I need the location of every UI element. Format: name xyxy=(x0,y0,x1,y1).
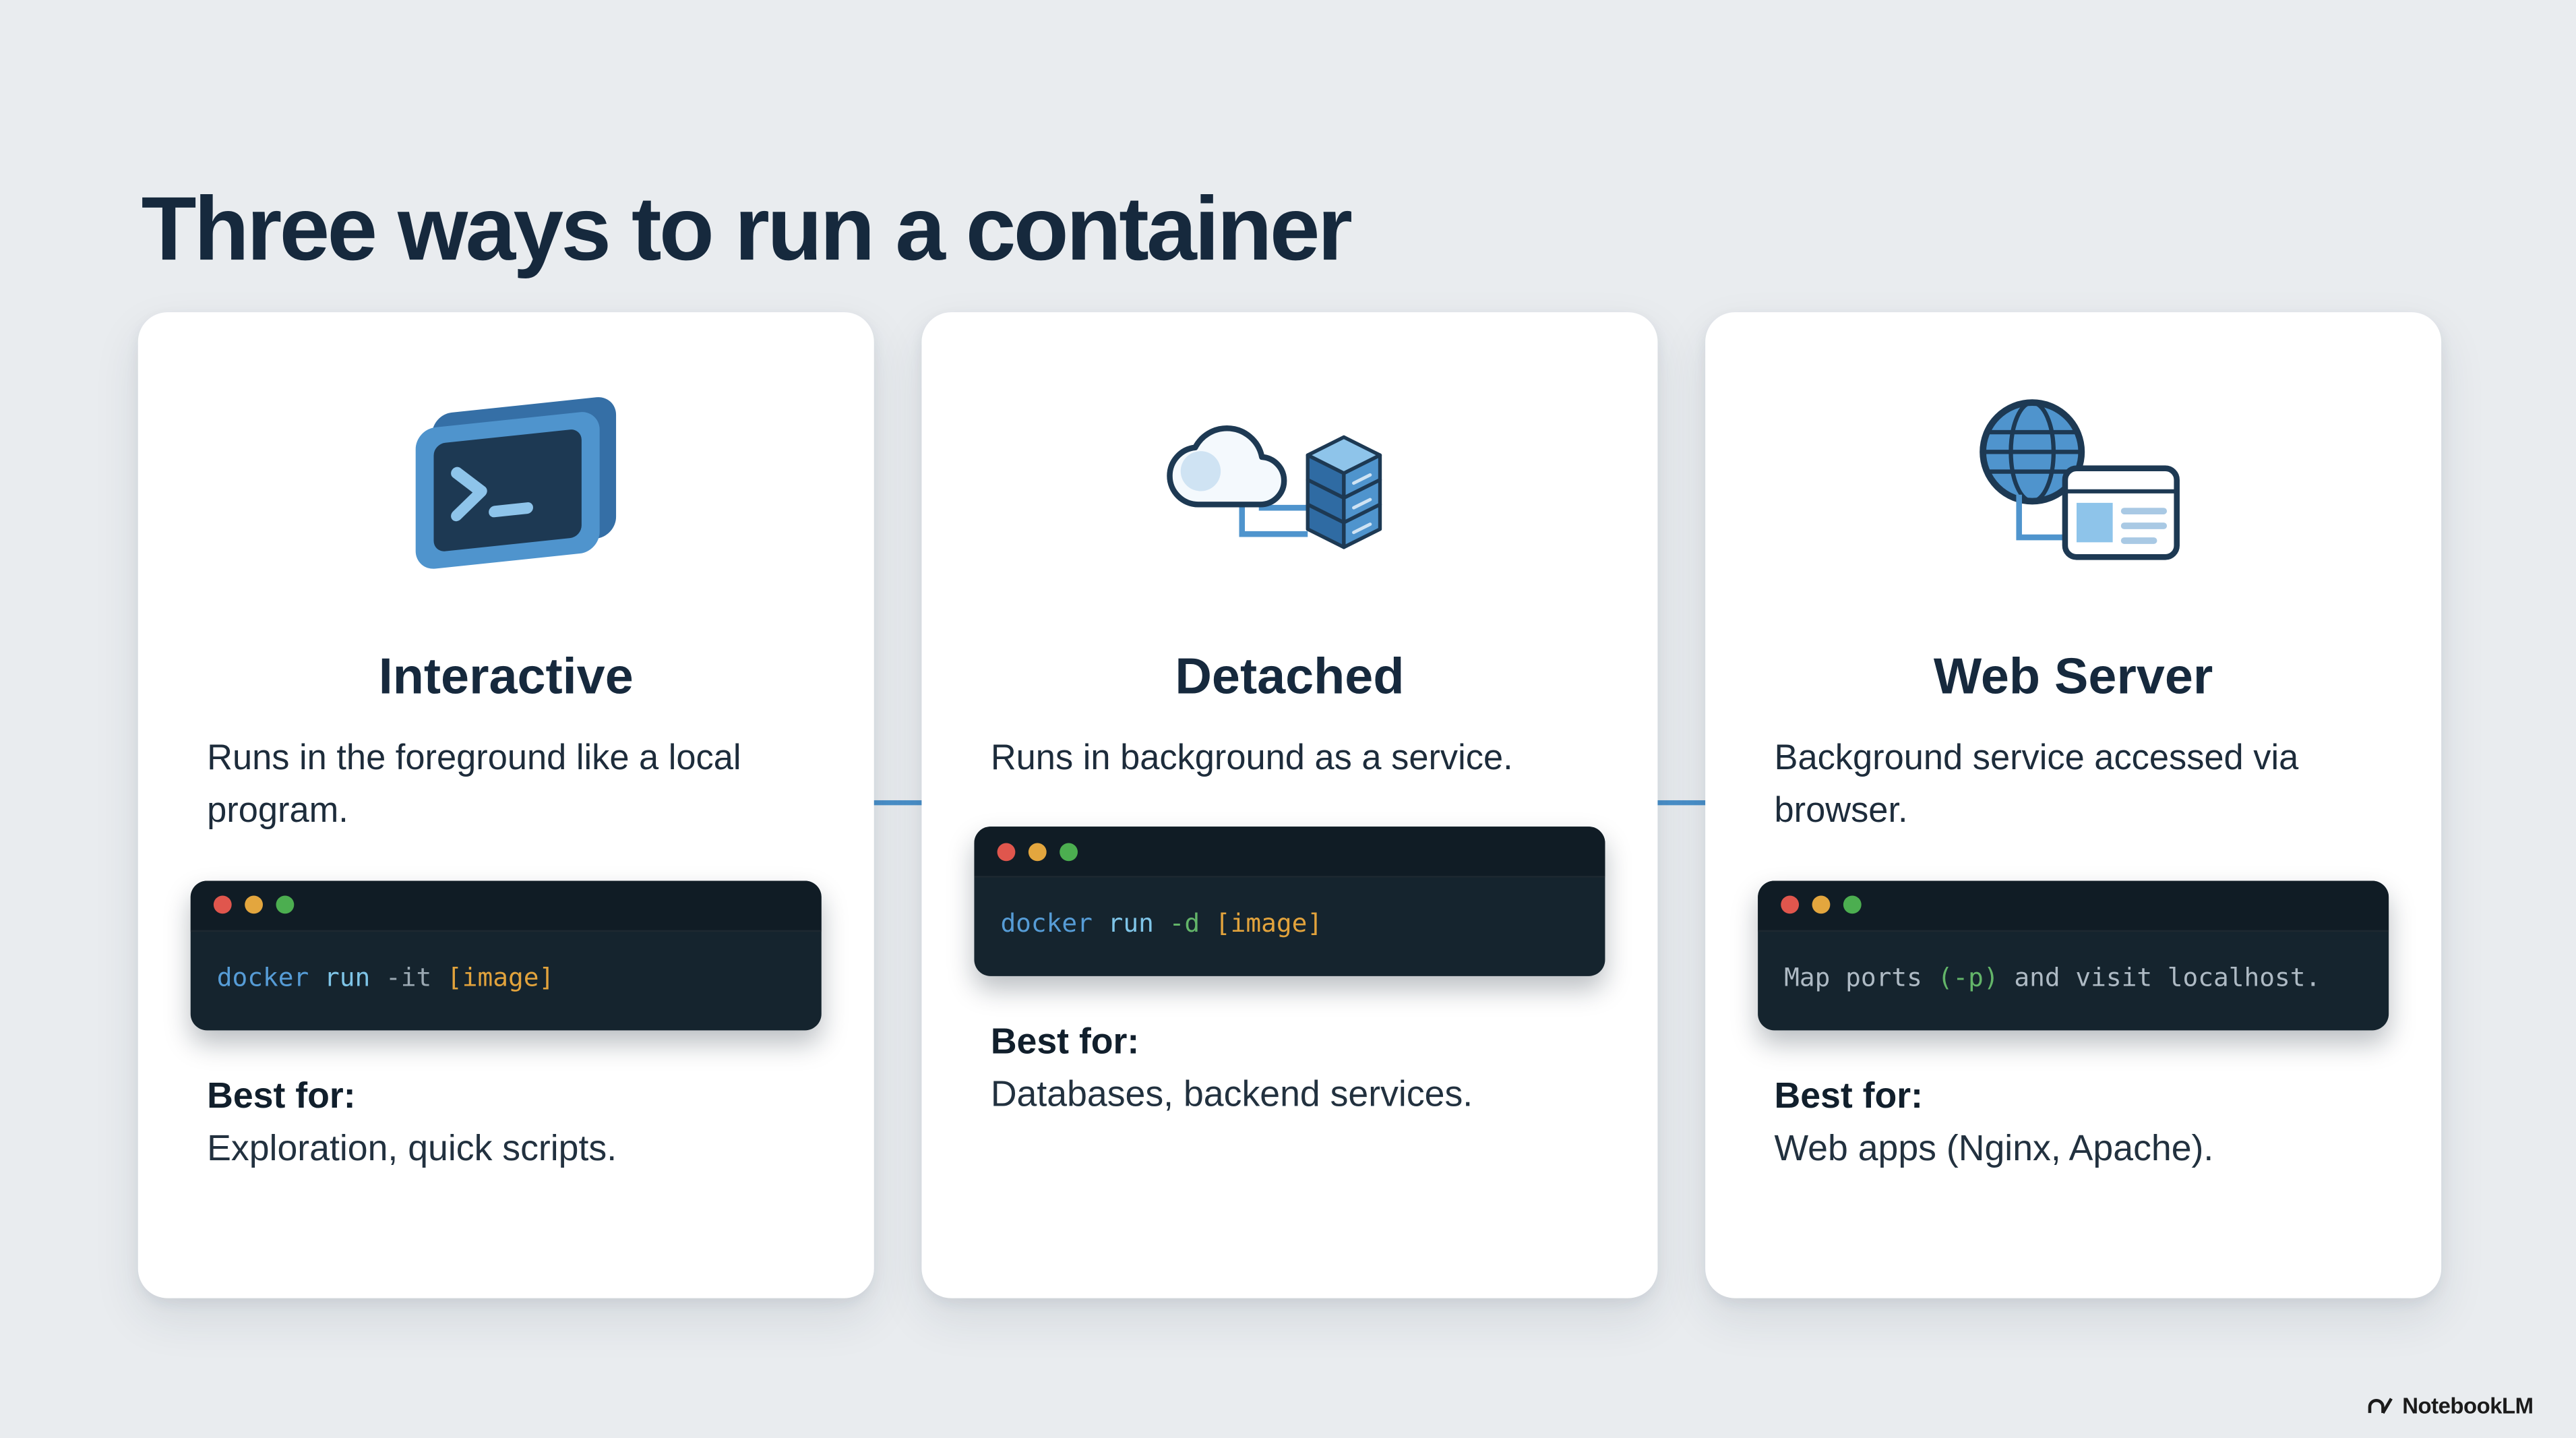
cloud-servers-icon xyxy=(1167,355,1413,622)
card-description: Runs in the foreground like a local prog… xyxy=(207,738,741,831)
terminal-dot-green xyxy=(1060,842,1078,861)
terminal-dot-red xyxy=(997,842,1016,861)
footer-brand: NotebookLM xyxy=(2368,1394,2534,1418)
terminal-window: Map ports (-p) and visit localhost. xyxy=(1758,880,2389,1030)
best-for-label: Best for: xyxy=(990,1021,1140,1062)
terminal-dot-yellow xyxy=(245,895,263,914)
connector-line xyxy=(1636,800,1725,806)
terminal-dot-green xyxy=(1843,895,1862,914)
page-title: Three ways to run a container xyxy=(141,177,1353,279)
terminal-dot-red xyxy=(213,895,232,914)
terminal-titlebar xyxy=(190,880,822,931)
notebooklm-brand-text: NotebookLM xyxy=(2402,1394,2534,1418)
card-web-server: Web Server Background service accessed v… xyxy=(1705,312,2442,1298)
terminal-code-line: docker run -it [image] xyxy=(216,962,555,992)
cloud-servers-icon-svg xyxy=(1167,425,1382,549)
best-for-text: Exploration, quick scripts. xyxy=(207,1126,617,1168)
terminal-titlebar xyxy=(974,827,1605,878)
card-title: Detached xyxy=(1175,647,1405,705)
terminal-dot-yellow xyxy=(1028,842,1047,861)
terminal-window: docker run -d [image] xyxy=(974,827,1605,977)
card-title: Web Server xyxy=(1933,647,2213,705)
terminal-titlebar xyxy=(1758,880,2389,931)
card-interactive: Interactive Runs in the foreground like … xyxy=(137,312,874,1298)
globe-browser-icon xyxy=(1950,355,2197,622)
best-for-text: Web apps (Nginx, Apache). xyxy=(1774,1126,2214,1168)
globe-browser-icon-svg xyxy=(1980,399,2180,560)
best-for-text: Databases, backend services. xyxy=(990,1073,1473,1115)
card-description: Runs in background as a service. xyxy=(990,738,1513,777)
terminal-icon-svg xyxy=(415,397,617,569)
terminal-icon xyxy=(383,355,630,622)
notebooklm-logo-icon xyxy=(2368,1397,2394,1415)
card-title: Interactive xyxy=(378,647,634,705)
terminal-dot-green xyxy=(276,895,295,914)
best-for-block: Best for: Databases, backend services. xyxy=(921,1021,1657,1116)
best-for-label: Best for: xyxy=(207,1073,356,1115)
connector-line xyxy=(854,800,944,806)
best-for-label: Best for: xyxy=(1774,1073,1923,1115)
terminal-code-line: docker run -d [image] xyxy=(1000,909,1323,939)
best-for-block: Best for: Exploration, quick scripts. xyxy=(138,1074,874,1169)
card-detached: Detached Runs in background as a service… xyxy=(921,312,1658,1298)
terminal-dot-yellow xyxy=(1812,895,1831,914)
terminal-dot-red xyxy=(1781,895,1800,914)
card-description: Background service accessed via browser. xyxy=(1774,738,2299,831)
cards-row: Interactive Runs in the foreground like … xyxy=(137,312,2442,1298)
terminal-code-line: Map ports (-p) and visit localhost. xyxy=(1784,962,2321,992)
terminal-window: docker run -it [image] xyxy=(190,880,822,1030)
best-for-block: Best for: Web apps (Nginx, Apache). xyxy=(1705,1074,2441,1169)
